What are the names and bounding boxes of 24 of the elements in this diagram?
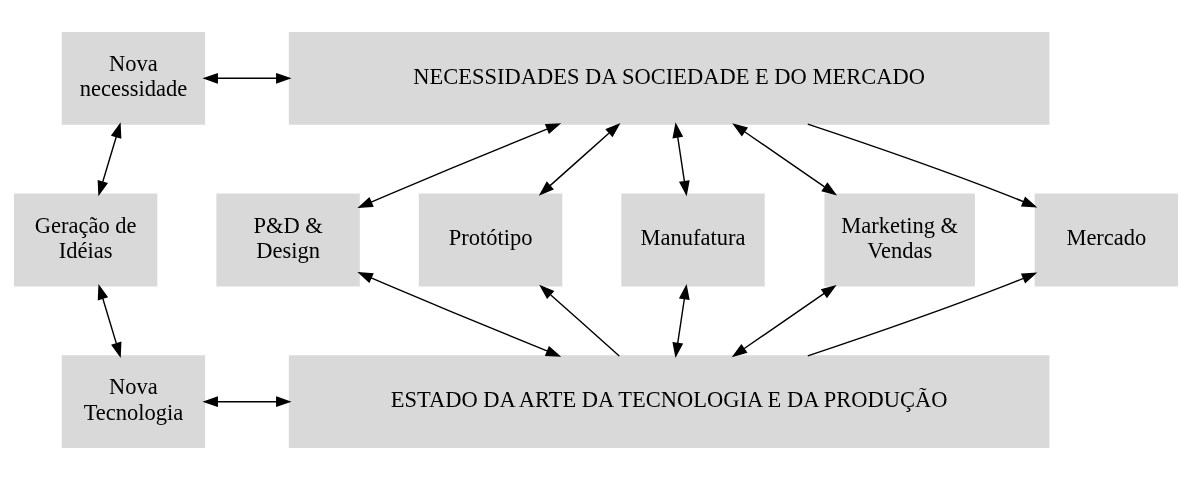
arrow [97,121,122,196]
node-box: Protótipo [418,193,563,286]
arrow [202,395,292,407]
arrow [97,283,122,358]
arrow [672,121,690,196]
arrow [538,122,621,196]
arrow [807,272,1038,357]
node-box: Manufatura [621,193,765,286]
node-box: NECESSIDADES DA SOCIEDADE E DO MERCADO [288,31,1050,125]
arrow [357,271,562,357]
arrow [731,284,837,357]
arrow [357,122,562,208]
arrow [202,72,292,84]
arrow [539,284,620,357]
node-box: Mercado [1034,193,1179,286]
node-box: Nova Tecnologia [61,354,206,448]
arrow [672,283,690,358]
arrow [732,122,838,195]
node-box: Nova necessidade [61,31,206,125]
node-box: Marketing & Vendas [824,193,975,286]
node-box: P&D & Design [216,193,360,286]
node-box: Geração de Idéias [13,193,158,286]
arrow [807,122,1038,207]
node-box: ESTADO DA ARTE DA TECNOLOGIA E DA PRODUÇÃO [288,354,1050,448]
